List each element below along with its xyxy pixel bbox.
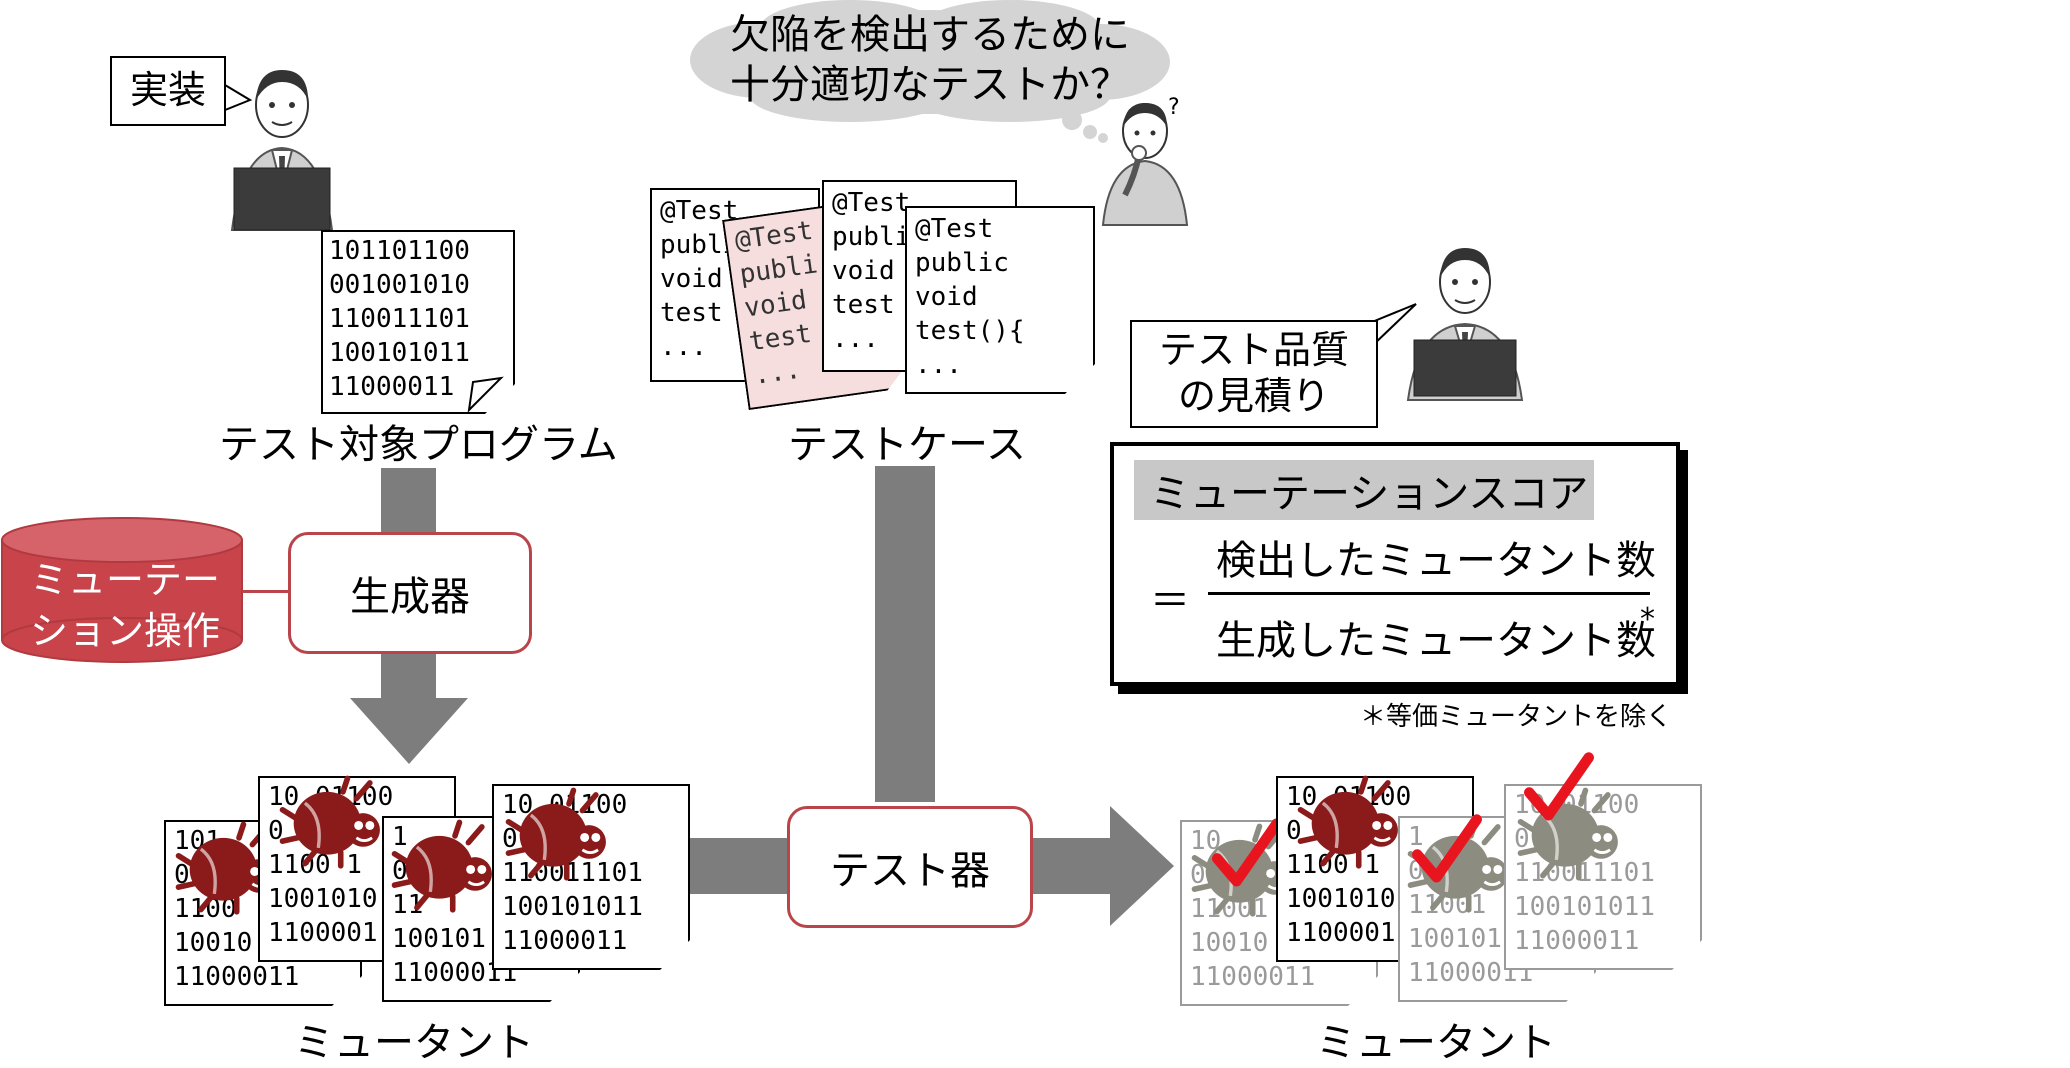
impl-bubble-tail: [219, 80, 253, 114]
question-mark: ?: [1168, 95, 1180, 120]
evaluator-person-icon: [1406, 248, 1524, 401]
tester-arrow-right: [1028, 838, 1112, 894]
mutant-code-line: 11000011: [1190, 962, 1316, 992]
score-fraction-line: [1208, 592, 1650, 595]
bug-icon: [505, 787, 606, 881]
quality-bubble: テスト品質の見積り: [1130, 320, 1378, 428]
generator-arrow-top: [381, 468, 436, 534]
testcase-label: テストケース: [788, 422, 1026, 468]
mutant-code-line: 110011101: [1514, 858, 1655, 888]
mutant-code-line: 1001010: [268, 884, 378, 914]
score-numerator: 検出したミュータント数: [1216, 538, 1656, 584]
mutant-code-line: 10010: [174, 928, 253, 958]
mutation-score-title: ミューテーションスコア: [1134, 460, 1594, 520]
thinking-person-icon: [1101, 103, 1189, 226]
detected-check-icon: [1412, 814, 1482, 883]
mutant-code-line: 100101: [1408, 924, 1502, 954]
tester-arrow-head: [1110, 806, 1174, 926]
score-footnote: ＊等価ミュータントを除く: [1360, 702, 1673, 732]
mutant-code-line: 1100 1: [1286, 850, 1380, 880]
mutant-code-line: 1: [1408, 822, 1424, 852]
target-program-fold: [467, 376, 504, 413]
generator-arrow-shaft: [381, 650, 436, 700]
bug-icon: [279, 775, 380, 869]
mutant-code-line: 0: [174, 860, 190, 890]
generator-box: 生成器: [288, 532, 532, 654]
score-equals: ＝: [1150, 578, 1190, 624]
mutant-code-line: 11000011: [502, 926, 628, 956]
quality-bubble-tail: [1371, 303, 1417, 349]
detected-check-icon: [1524, 752, 1594, 821]
mutant-code-line: 11000011: [174, 962, 300, 992]
thought-text: 欠陥を検出するために 十分適切なテストか？: [730, 12, 1130, 108]
mutation-operator-label: ミューテーション操作: [30, 558, 221, 654]
mutation-operator-database-icon: [1, 517, 243, 663]
mutant-code-line: 100101: [392, 924, 486, 954]
mutant-code-line: 1100 1: [268, 850, 362, 880]
score-denominator: 生成したミュータント数: [1216, 618, 1656, 664]
generator-arrow-head: [350, 698, 468, 764]
db-connector-line: [242, 590, 290, 593]
impl-bubble: 実装: [110, 56, 226, 126]
mutants-right-label: ミュータント: [1316, 1020, 1556, 1066]
tester-box: テスト器: [787, 806, 1033, 928]
mutant-code-line: 1100001: [268, 918, 378, 948]
mutant-code-line: 10010: [1190, 928, 1269, 958]
mutant-code-line: 1001010: [1286, 884, 1396, 914]
mutants-left-label: ミュータント: [294, 1020, 534, 1066]
mutant-code-line: 1100001: [1286, 918, 1396, 948]
testcase-arrow-vertical: [875, 466, 935, 802]
bug-icon: [391, 819, 492, 913]
detected-check-icon: [1212, 818, 1282, 887]
mutant-code-line: 11000011: [1514, 926, 1640, 956]
mutant-code-line: 100101011: [502, 892, 643, 922]
tester-arrow-left: [688, 838, 788, 894]
mutant-code-line: 1: [392, 822, 408, 852]
bug-icon: [1297, 775, 1398, 869]
mutant-code-line: 100101011: [1514, 892, 1655, 922]
developer-person-icon: [230, 70, 334, 231]
mutant-code-line: 110011101: [502, 858, 643, 888]
target-program-label: テスト対象プログラム: [219, 422, 618, 468]
score-asterisk: *: [1640, 602, 1655, 637]
mutant-code-line: 0: [1190, 860, 1206, 890]
